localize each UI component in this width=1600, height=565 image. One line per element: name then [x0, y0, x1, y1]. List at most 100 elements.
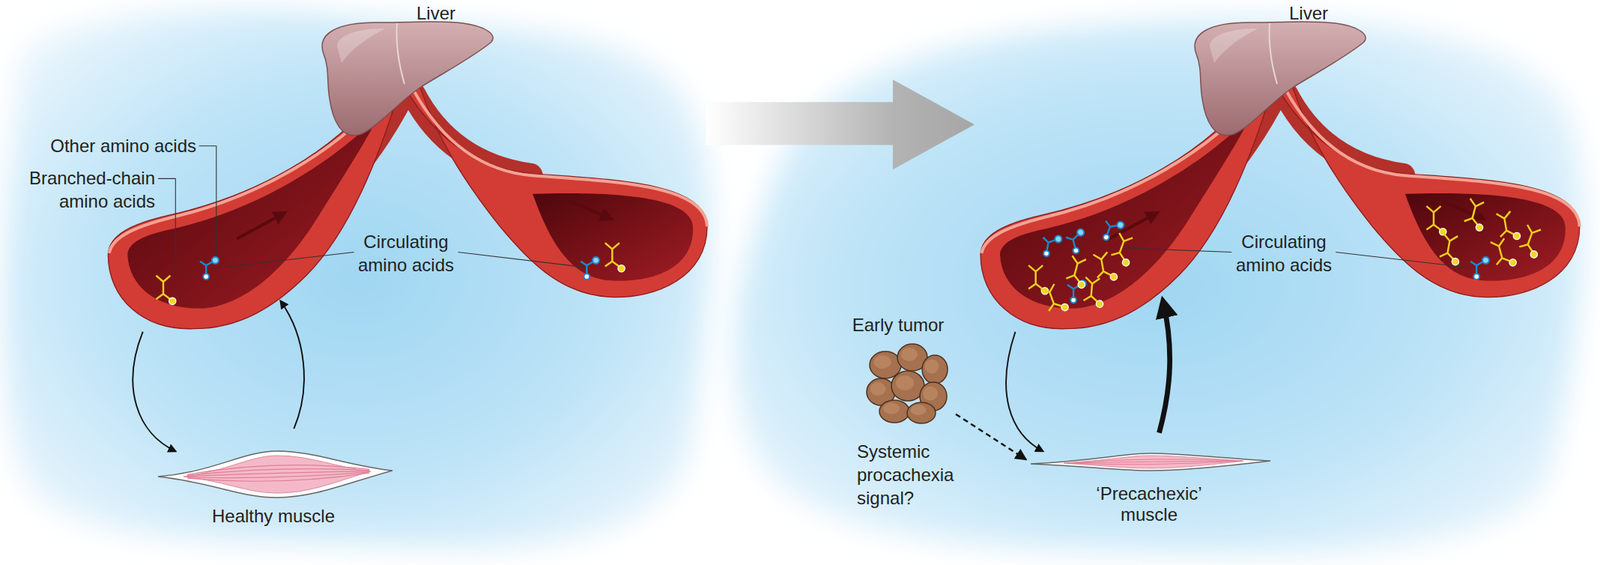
molecule-bonds — [1092, 251, 1113, 279]
molecule-atom — [1072, 247, 1080, 254]
molecule-bonds — [200, 261, 214, 274]
cell-body — [879, 400, 910, 423]
shape-outline — [307, 0, 502, 143]
molecule-bonds — [155, 275, 171, 301]
muscle-sheath — [1030, 453, 1271, 471]
branched-chain-amino-acid — [1083, 277, 1106, 308]
muscle-stripe — [1067, 460, 1242, 465]
branched-chain-amino-acid — [1040, 281, 1069, 316]
cell-highlight — [895, 375, 914, 391]
other-amino-acid — [1067, 280, 1087, 303]
node-label: Systemic procachexia signal? — [856, 439, 962, 510]
callout-label: Branched-chain amino acids — [12, 166, 156, 213]
tumor-cells — [866, 343, 948, 424]
molecule-bonds — [580, 261, 595, 274]
molecule-atom — [617, 265, 625, 272]
molecule-atom — [1076, 228, 1085, 237]
molecule-bonds — [1028, 265, 1044, 290]
cell-highlight — [883, 402, 900, 415]
molecule-atom — [1043, 250, 1051, 257]
molecule-bonds — [1519, 224, 1542, 254]
leader-line — [1335, 251, 1477, 269]
node-label: Liver — [1263, 1, 1354, 25]
muscle-fibers — [183, 455, 371, 493]
molecule-bonds — [1110, 232, 1134, 262]
cell-highlight — [922, 386, 938, 401]
vessel-lumen — [532, 193, 693, 281]
molecule-atom — [1102, 233, 1111, 242]
tumor-cell — [869, 351, 902, 379]
molecule-atom — [1070, 297, 1077, 304]
muscle-stripe — [187, 471, 370, 478]
molecule-atom — [1109, 272, 1118, 281]
muscle-sheath — [158, 450, 393, 498]
muscle-fiber: Healthy muscle — [153, 443, 398, 530]
liver-ligament — [1268, 23, 1278, 84]
molecule-bonds — [1426, 205, 1442, 231]
cell-highlight — [910, 404, 927, 415]
cell-highlight — [873, 355, 891, 369]
cell-highlight — [901, 347, 918, 362]
molecule-atom — [1054, 235, 1063, 243]
molecule-atom — [1060, 302, 1070, 312]
callout-label: Other amino acids — [1, 134, 197, 158]
uptake-arrow — [132, 331, 176, 451]
liver-highlight — [1209, 28, 1258, 63]
node-label: Healthy muscle — [161, 504, 386, 528]
other-amino-acid — [1470, 256, 1490, 280]
other-amino-acid — [1039, 232, 1063, 259]
liver-lobe — [1194, 21, 1366, 136]
liver-lobe — [322, 21, 493, 136]
tumor-cell — [879, 400, 910, 423]
branched-chain-amino-acid — [1109, 232, 1138, 267]
signal-arrow — [955, 414, 1027, 460]
vessel-rim — [413, 89, 708, 227]
molecule-atom — [1451, 257, 1460, 266]
molecule-atom — [1474, 223, 1484, 232]
molecule-bonds — [1463, 198, 1485, 227]
molecule-atom — [583, 273, 590, 280]
transition-arrow — [706, 79, 975, 170]
molecule-atom — [211, 256, 219, 264]
liver-organ: Liver — [307, 0, 502, 143]
molecule-bonds — [1083, 277, 1101, 303]
branched-chain-amino-acid — [155, 275, 176, 305]
muscle-stripe — [187, 472, 370, 481]
branched-chain-amino-acid — [1064, 255, 1092, 289]
molecule-bonds — [1470, 261, 1484, 274]
molecule-atom — [202, 273, 209, 280]
molecule-atom — [1077, 280, 1086, 289]
molecule-atom — [1508, 258, 1517, 267]
molecule-atom — [1095, 300, 1104, 308]
liver-ligament — [396, 23, 405, 84]
branched-chain-amino-acid — [1438, 233, 1464, 266]
other-amino-acid — [200, 256, 219, 280]
cell-body — [907, 402, 936, 424]
molecule-atom — [1473, 273, 1480, 280]
molecule-atom — [1513, 232, 1522, 241]
shape-outline — [1179, 0, 1375, 143]
cell-highlight — [925, 359, 940, 374]
leader-line — [211, 251, 354, 269]
liver-organ: Liver — [1179, 0, 1375, 143]
branched-chain-amino-acid — [1490, 236, 1518, 270]
node-label: ‘Precachexic’ muscle — [1085, 483, 1213, 526]
molecule-atom — [169, 297, 177, 305]
molecule-atom — [1121, 257, 1131, 267]
molecule-bonds — [1439, 233, 1460, 261]
branched-chain-amino-acid — [1462, 198, 1490, 232]
branched-chain-amino-acid — [1496, 210, 1522, 243]
branched-chain-amino-acid — [605, 242, 625, 272]
flow-arrow — [236, 213, 284, 239]
molecule-bonds — [1065, 255, 1087, 284]
molecule-bonds — [605, 242, 621, 268]
other-amino-acid — [580, 256, 600, 280]
leader-line — [158, 178, 176, 280]
callout-label: Circulating amino acids — [342, 229, 470, 277]
blood-vessel — [980, 85, 1580, 329]
leader-line — [1125, 247, 1233, 252]
callout-label: Circulating amino acids — [1220, 229, 1348, 277]
cell-body — [922, 355, 948, 384]
